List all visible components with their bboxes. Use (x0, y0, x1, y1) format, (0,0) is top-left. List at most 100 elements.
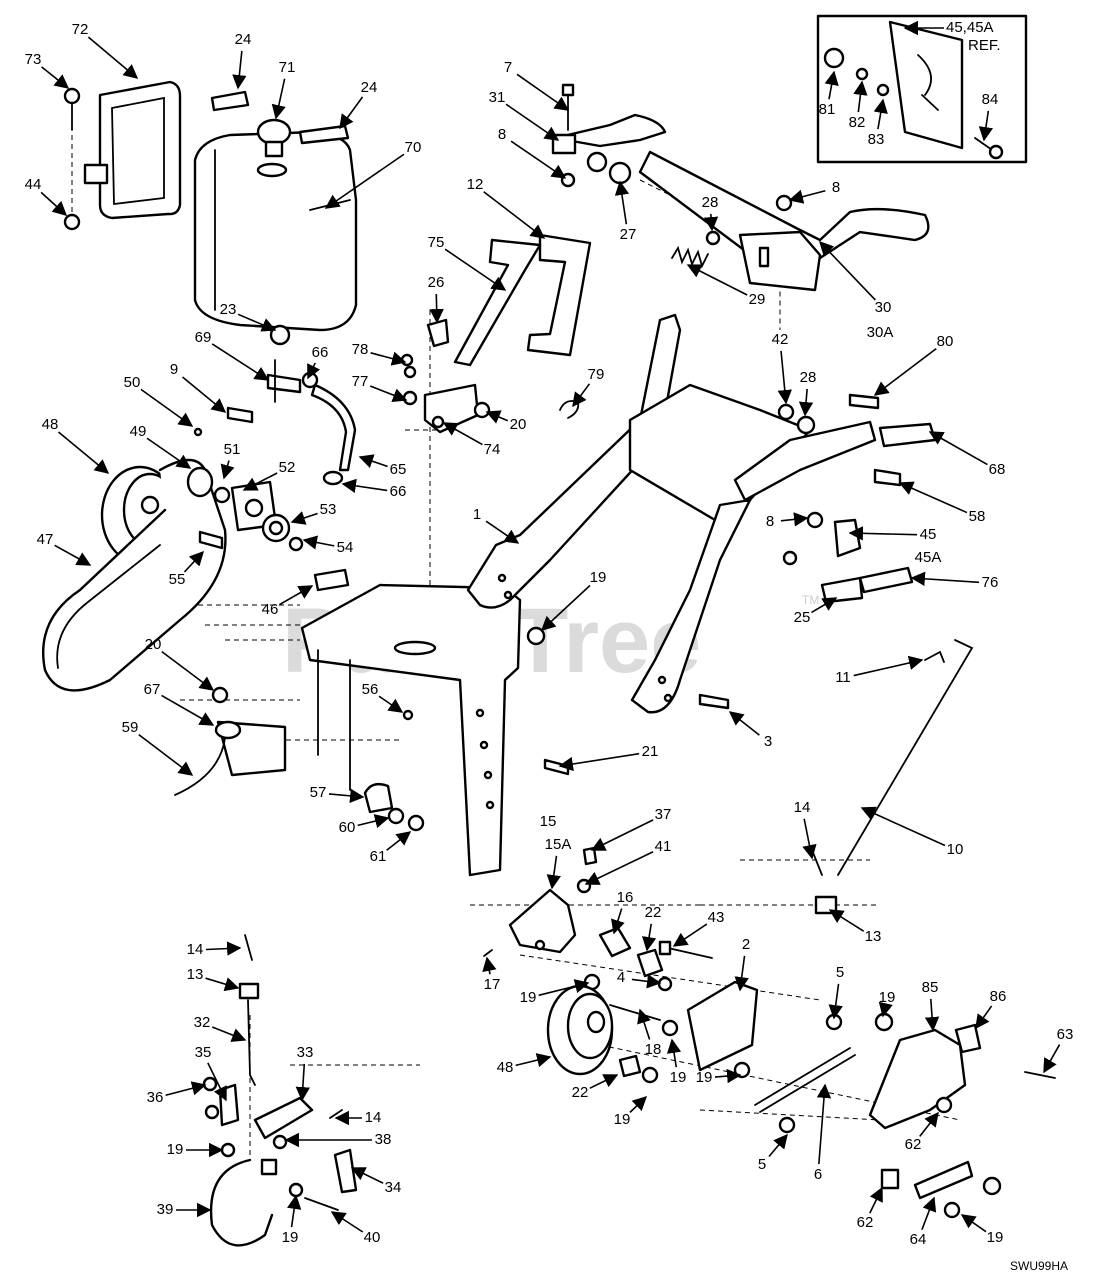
callout-leader (540, 584, 591, 631)
callout-leader (584, 851, 654, 885)
callout-45: 45 (848, 526, 936, 543)
part-58-pin (873, 468, 902, 487)
part-9-bolt (226, 406, 254, 424)
callout-59: 59 (122, 719, 194, 776)
callout-label: 19 (670, 1069, 687, 1086)
callout-32: 32 (194, 1014, 247, 1042)
part-6-spring (754, 1047, 856, 1113)
callout-label: 19 (167, 1141, 184, 1158)
callout-39: 39 (157, 1201, 212, 1218)
callout-leader (869, 1186, 883, 1214)
callout-46: 46 (262, 585, 314, 618)
callout-label: 62 (857, 1214, 874, 1231)
callout-77: 77 (352, 373, 408, 402)
part-56-nut (402, 709, 414, 721)
callout-25: 25 (794, 597, 838, 626)
callout-label: 19 (614, 1111, 631, 1128)
callout-67: 67 (144, 681, 215, 726)
callout-31: 31 (489, 89, 560, 141)
callout-37: 37 (590, 806, 671, 851)
callout-38: 38 (284, 1131, 391, 1148)
callout-8: 8 (766, 512, 809, 530)
callout-leader (572, 383, 591, 408)
callout-leader (919, 1111, 939, 1137)
callout-leader (928, 431, 988, 466)
callout-leader (924, 998, 940, 1032)
part-65-fuel-hose (310, 383, 357, 472)
callout-leader (515, 1053, 552, 1068)
callout-label: 81 (819, 101, 836, 118)
callout-label: 8 (498, 126, 506, 143)
callout-label: 65 (390, 461, 407, 478)
callout-label: 32 (194, 1014, 211, 1031)
callout-52: 52 (242, 459, 295, 491)
callout-leader (205, 977, 240, 992)
part-19-nut-a (526, 626, 546, 646)
callout-label: 45A (915, 549, 942, 566)
callout-leader (482, 956, 497, 975)
callout-leader (629, 1096, 648, 1113)
callout-label: 71 (279, 59, 296, 76)
callout-leader (378, 695, 404, 713)
callout-label: 35 (195, 1044, 212, 1061)
callout-label: 64 (910, 1231, 927, 1248)
part-24-decal-a (210, 90, 250, 112)
part-40-bolt (304, 1197, 339, 1211)
callout-label: 26 (428, 274, 445, 291)
callout-83: 83 (868, 98, 888, 148)
callout-label: 31 (489, 89, 506, 106)
callout-28: 28 (702, 194, 718, 232)
callout-leader (161, 650, 215, 691)
callout-label: 19 (590, 569, 607, 586)
part-75-lever (453, 238, 542, 367)
callout-leader (860, 806, 946, 847)
callout-label: 48 (42, 416, 59, 433)
callout-leader (370, 351, 407, 366)
part-45-lever (833, 518, 862, 558)
callout-label: 28 (800, 369, 817, 386)
callout-43: 43 (672, 909, 724, 947)
part-30-lever-housing (738, 230, 822, 292)
callout-label: 21 (642, 743, 659, 760)
part-37-fitting (582, 846, 598, 866)
part-12-bracket (526, 233, 592, 357)
callout-57: 57 (310, 784, 365, 804)
callout-label: 14 (365, 1109, 382, 1126)
callout-leader (505, 103, 560, 141)
assembly-guides (71, 135, 961, 1170)
part-54-retaining-ring (288, 536, 304, 552)
callout-60: 60 (339, 814, 390, 836)
callout-label: 74 (484, 441, 501, 458)
callout-label: 53 (320, 501, 337, 518)
callout-leader (590, 819, 654, 851)
part-8-nut-c (782, 511, 824, 566)
callout-label: 77 (352, 373, 369, 390)
callout-leader (295, 1063, 311, 1102)
callout-label: 4 (617, 969, 625, 986)
part-55-bolt (198, 530, 224, 550)
callout-label: 19 (987, 1229, 1004, 1246)
callout-label: 30 (875, 299, 892, 316)
part-8-nut-b (775, 194, 793, 212)
callout-leader (666, 1038, 682, 1068)
callout-label: 19 (282, 1229, 299, 1246)
callout-leader (686, 264, 748, 296)
callout-leader (824, 70, 839, 100)
callout-leader (828, 983, 843, 1020)
part-73-bolt (63, 87, 81, 131)
callout-leader (637, 1008, 651, 1040)
callout-leader (483, 191, 546, 239)
callout-leader (819, 240, 876, 301)
part-22-spacer-b (618, 1054, 642, 1078)
callout-label: 9 (170, 361, 178, 378)
callout-label: 19 (520, 989, 537, 1006)
callout-label: 85 (922, 979, 939, 996)
callout-label: 49 (130, 423, 147, 440)
callout-label: 54 (337, 539, 354, 556)
part-46-pad (313, 568, 350, 592)
callout-8: 8 (788, 179, 840, 204)
callout-leader (734, 955, 749, 992)
callout-leader (641, 923, 657, 952)
part-29-spring (671, 245, 709, 269)
callout-leader (183, 550, 204, 573)
